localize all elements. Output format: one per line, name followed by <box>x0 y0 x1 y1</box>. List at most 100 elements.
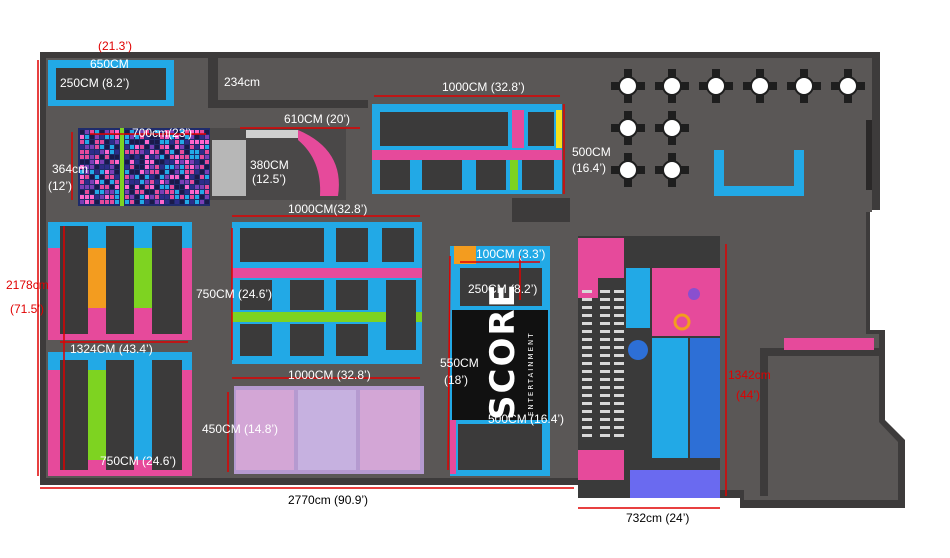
pixel-tile <box>105 185 109 189</box>
pixel-tile <box>100 130 104 134</box>
pixel-tile <box>100 145 104 149</box>
ladder-rung <box>614 434 624 437</box>
pixel-tile <box>130 165 134 169</box>
dim-score-550: 550CM <box>440 356 479 370</box>
pixel-tile <box>200 145 204 149</box>
pixel-tile <box>175 175 179 179</box>
pixel-tile <box>85 135 89 139</box>
pixel-tile <box>105 160 109 164</box>
pixel-tile <box>100 170 104 174</box>
table-top <box>618 118 638 138</box>
pixel-tile <box>100 155 104 159</box>
pixel-tile <box>160 170 164 174</box>
ladder-rung <box>600 322 610 325</box>
pixel-tile <box>195 150 199 154</box>
pixel-tile <box>95 185 99 189</box>
ladder-rung <box>582 346 592 349</box>
net-panel <box>360 390 420 470</box>
chair <box>668 69 676 77</box>
pixel-tile <box>95 180 99 184</box>
ladder-rung <box>582 330 592 333</box>
pixel-tile <box>115 155 119 159</box>
pixel-tile <box>115 150 119 154</box>
chair <box>787 82 795 90</box>
pixel-tile <box>155 180 159 184</box>
pixel-tile <box>115 140 119 144</box>
ring <box>673 313 691 331</box>
pixel-tile <box>105 135 109 139</box>
pixel-tile <box>175 180 179 184</box>
ladder-rung <box>614 426 624 429</box>
pixel-tile <box>80 175 84 179</box>
pixel-tile <box>190 160 194 164</box>
pixel-tile <box>110 170 114 174</box>
pixel-tile <box>180 135 184 139</box>
pixel-tile <box>115 145 119 149</box>
pixel-tile <box>125 165 129 169</box>
pixel-tile <box>135 135 139 139</box>
pixel-tile <box>140 175 144 179</box>
pixel-tile <box>150 195 154 199</box>
table-top <box>662 160 682 180</box>
pixel-tile <box>80 170 84 174</box>
pixel-tile <box>150 175 154 179</box>
pixel-tile <box>185 170 189 174</box>
ladder-rung <box>600 362 610 365</box>
dim-left-zone-width: 1324CM (43.4’) <box>70 342 153 356</box>
pixel-tile <box>80 150 84 154</box>
bench <box>784 338 874 350</box>
trampoline-bed <box>386 280 416 350</box>
trampoline-bed <box>528 112 554 146</box>
pixel-tile <box>165 200 169 204</box>
pixel-tile <box>170 145 174 149</box>
pad <box>450 420 456 474</box>
pad <box>630 470 720 498</box>
trampoline-bed <box>522 160 554 190</box>
ninja-ramp <box>298 130 339 196</box>
pixel-tile <box>165 135 169 139</box>
pixel-tile <box>130 135 134 139</box>
pixel-tile <box>90 175 94 179</box>
chair <box>769 82 777 90</box>
ladder-rung <box>600 378 610 381</box>
dim-gap-234: 234cm <box>224 75 261 89</box>
pixel-tile <box>155 140 159 144</box>
pixel-tile <box>175 130 179 134</box>
pixel-tile <box>180 185 184 189</box>
trampoline-bed <box>152 360 182 470</box>
pixel-tile <box>185 160 189 164</box>
pixel-tile <box>180 130 184 134</box>
score-tagline-text: ENTERTAINMENT <box>527 331 535 416</box>
pixel-tile <box>160 150 164 154</box>
pixel-tile <box>135 145 139 149</box>
dim-side-364: 364cm <box>52 162 89 176</box>
dim-score-250: 250CM (8.2’) <box>468 282 538 296</box>
pixel-tile <box>140 135 144 139</box>
pixel-tile <box>145 165 149 169</box>
pixel-tile <box>150 190 154 194</box>
trampoline-bed <box>458 424 542 470</box>
ladder-rung <box>614 386 624 389</box>
pixel-tile <box>125 150 129 154</box>
chair <box>668 95 676 103</box>
trampoline-bed <box>460 268 542 306</box>
ladder-rung <box>614 378 624 381</box>
chair <box>800 95 808 103</box>
pixel-tile <box>190 150 194 154</box>
ladder-rung <box>600 386 610 389</box>
pixel-tile <box>100 165 104 169</box>
pad <box>510 160 518 190</box>
pixel-tile <box>175 155 179 159</box>
pixel-tile <box>115 170 119 174</box>
pixel-tile <box>150 185 154 189</box>
pixel-tile <box>140 160 144 164</box>
ladder-rung <box>582 322 592 325</box>
ring <box>688 288 700 300</box>
pixel-tile <box>150 130 154 134</box>
pixel-tile <box>125 160 129 164</box>
pixel-tile <box>100 175 104 179</box>
ball-pit <box>628 340 648 360</box>
pixel-tile <box>115 180 119 184</box>
pixel-tile <box>90 145 94 149</box>
chair <box>831 82 839 90</box>
